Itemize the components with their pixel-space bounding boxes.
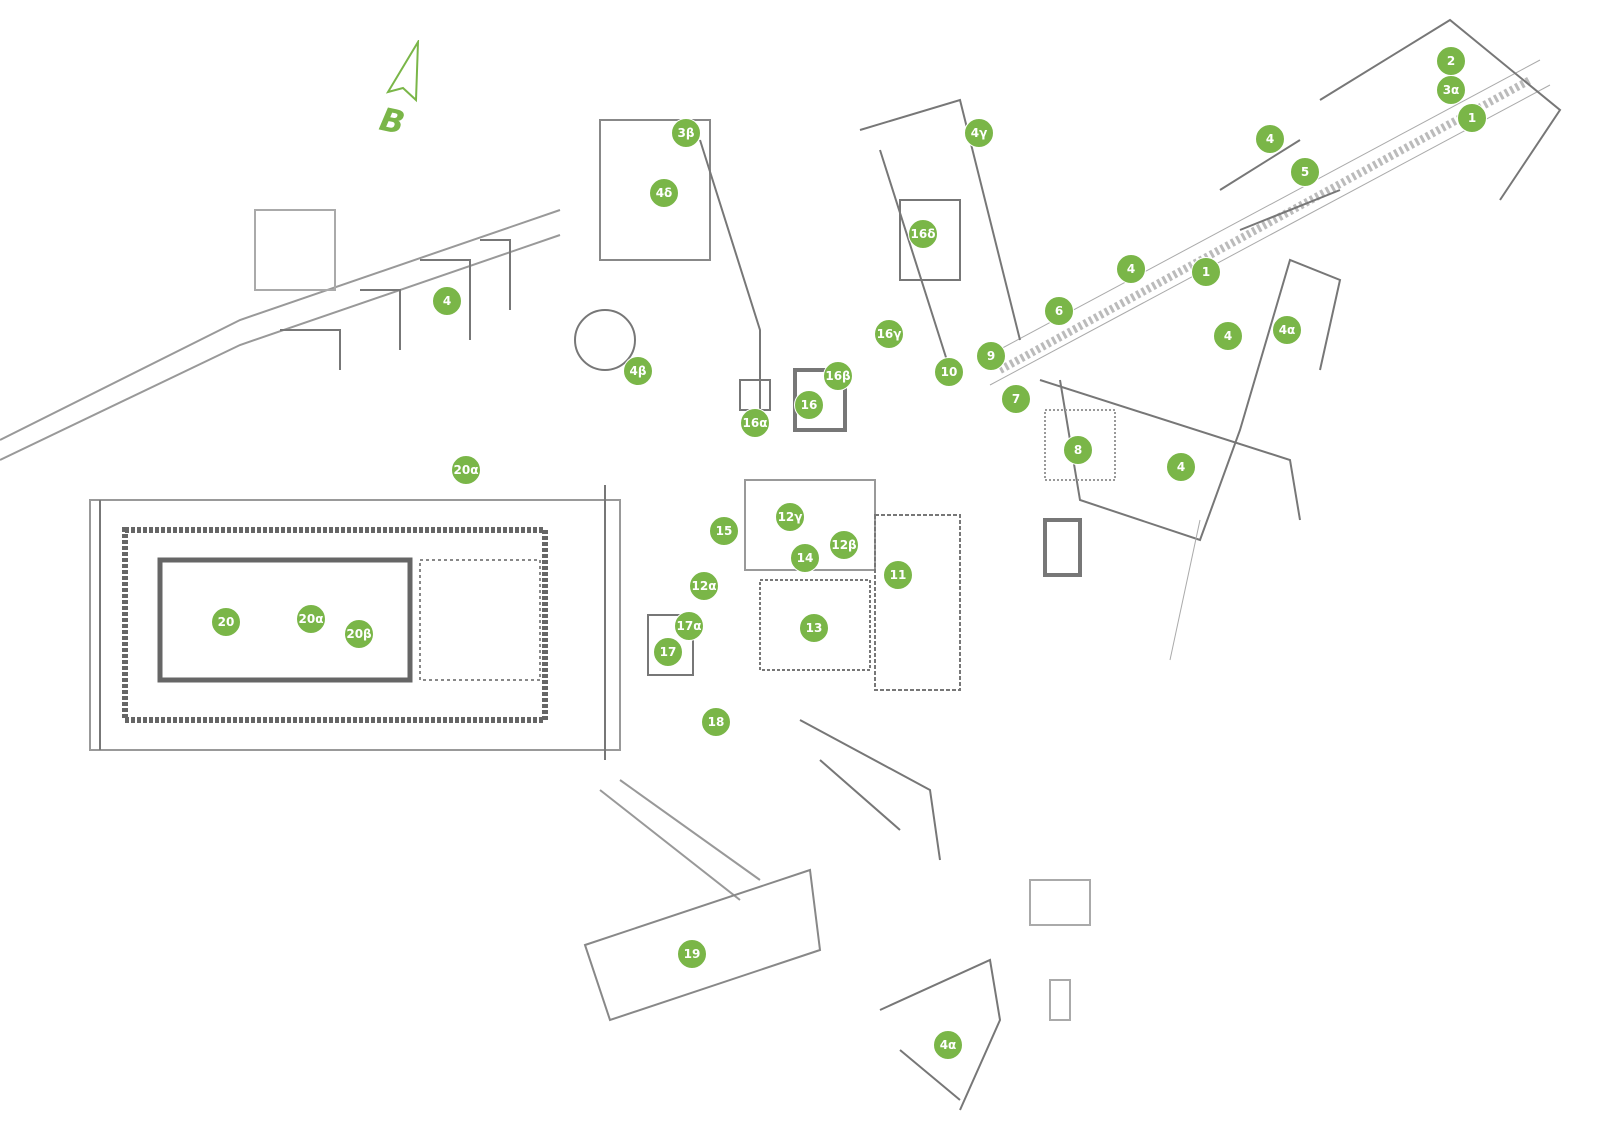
site-marker[interactable]: 4 <box>1255 124 1285 154</box>
site-marker[interactable]: 2 <box>1436 46 1466 76</box>
site-marker[interactable]: 13 <box>799 613 829 643</box>
site-marker[interactable]: 4β <box>623 356 653 386</box>
site-marker[interactable]: 16γ <box>874 319 904 349</box>
street-ne <box>979 18 1562 386</box>
site-marker[interactable]: 9 <box>976 341 1006 371</box>
site-marker[interactable]: 20β <box>344 619 374 649</box>
site-marker[interactable]: 16β <box>823 361 853 391</box>
site-marker[interactable]: 17α <box>674 611 704 641</box>
site-marker[interactable]: 16δ <box>908 219 938 249</box>
site-marker[interactable]: 16α <box>740 408 770 438</box>
site-marker[interactable]: 4δ <box>649 178 679 208</box>
site-marker[interactable]: 4α <box>933 1030 963 1060</box>
site-marker[interactable]: 4 <box>1116 254 1146 284</box>
north-arrow-icon <box>385 40 420 103</box>
site-marker[interactable]: 3β <box>671 118 701 148</box>
site-marker[interactable]: 11 <box>883 560 913 590</box>
site-marker[interactable]: 7 <box>1001 384 1031 414</box>
site-marker[interactable]: 15 <box>709 516 739 546</box>
site-marker[interactable]: 1 <box>1457 103 1487 133</box>
site-marker[interactable]: 3α <box>1436 75 1466 105</box>
street-west <box>0 209 561 461</box>
site-marker[interactable]: 4 <box>1166 452 1196 482</box>
site-marker[interactable]: 4γ <box>964 118 994 148</box>
site-marker[interactable]: 1 <box>1191 257 1221 287</box>
site-marker[interactable]: 20 <box>211 607 241 637</box>
site-marker[interactable]: 12γ <box>775 502 805 532</box>
site-marker[interactable]: 6 <box>1044 296 1074 326</box>
site-marker[interactable]: 4 <box>1213 321 1243 351</box>
site-marker[interactable]: 4α <box>1272 315 1302 345</box>
site-marker[interactable]: 12β <box>829 530 859 560</box>
site-marker[interactable]: 12α <box>689 571 719 601</box>
site-marker[interactable]: 17 <box>653 637 683 667</box>
site-marker[interactable]: 18 <box>701 707 731 737</box>
east-blocks <box>1039 258 1342 661</box>
site-marker[interactable]: 20α <box>451 455 481 485</box>
site-marker[interactable]: 16 <box>794 390 824 420</box>
site-marker[interactable]: 14 <box>790 543 820 573</box>
site-marker[interactable]: 10 <box>934 357 964 387</box>
site-marker[interactable]: 8 <box>1063 435 1093 465</box>
temple-complex <box>89 485 621 760</box>
south-areas <box>583 719 1091 1111</box>
site-marker[interactable]: 5 <box>1290 157 1320 187</box>
site-marker[interactable]: 19 <box>677 939 707 969</box>
site-marker[interactable]: 20α <box>296 604 326 634</box>
site-marker[interactable]: 4 <box>432 286 462 316</box>
